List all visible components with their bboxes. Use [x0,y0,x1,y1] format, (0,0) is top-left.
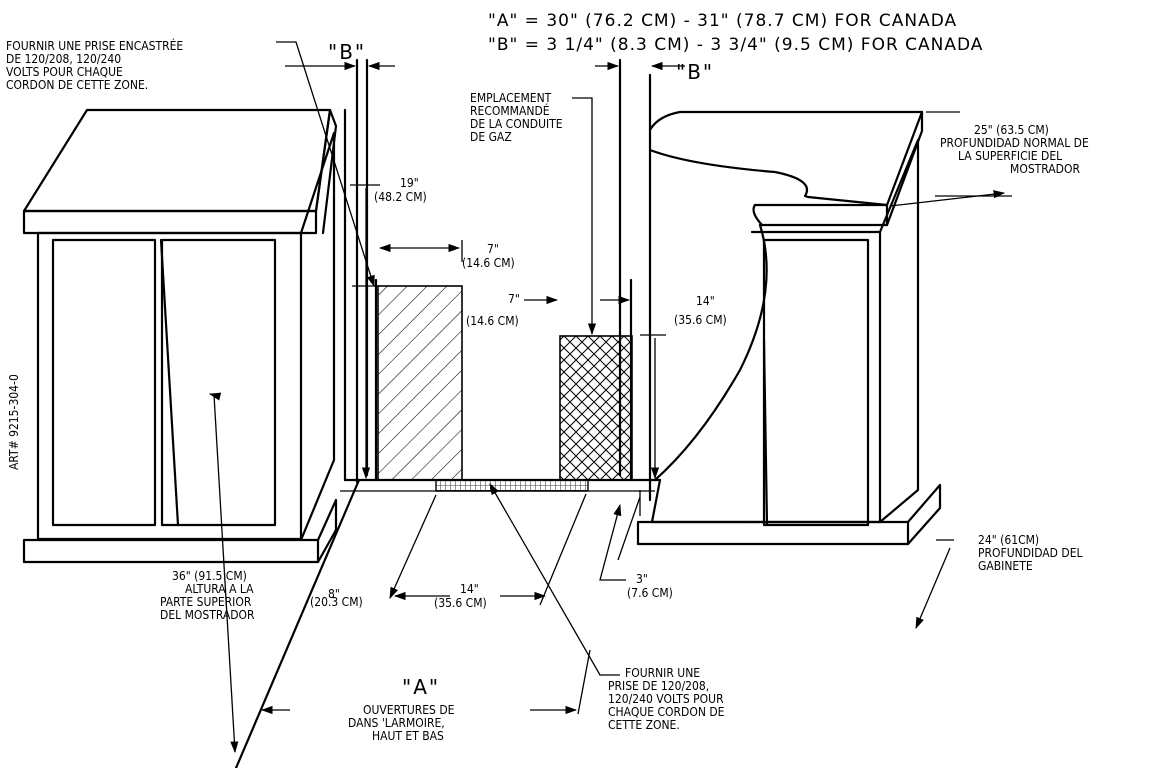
svg-text:PRISE DE 120/208,: PRISE DE 120/208, [608,679,709,693]
svg-text:(35.6 CM): (35.6 CM) [674,313,727,327]
dim-3: 3" (7.6 CM) [627,572,673,600]
legend-b: "B" = 3 1/4" (8.3 CM) - 3 3/4" (9.5 CM) … [488,35,983,55]
svg-text:RECOMMANDÉ: RECOMMANDÉ [470,103,550,118]
svg-text:PROFUNDIDAD NORMAL DE: PROFUNDIDAD NORMAL DE [940,136,1089,150]
svg-text:CETTE ZONE.: CETTE ZONE. [608,718,680,732]
svg-text:3": 3" [636,572,648,586]
svg-text:(7.6 CM): (7.6 CM) [627,586,673,600]
svg-text:(14.6 CM): (14.6 CM) [466,314,519,328]
svg-text:DE LA CONDUITE: DE LA CONDUITE [470,117,563,131]
dim-7b: 7" (14.6 CM) [466,292,520,328]
dim-14a: 14" (35.6 CM) [674,294,727,327]
svg-text:FOURNIR UNE: FOURNIR UNE [625,666,700,680]
svg-text:14": 14" [696,294,715,308]
svg-text:PROFUNDIDAD DEL: PROFUNDIDAD DEL [978,546,1083,560]
svg-text:DANS 'LARMOIRE,: DANS 'LARMOIRE, [348,716,445,730]
svg-text:24" (61CM): 24" (61CM) [978,533,1039,547]
svg-text:DE GAZ: DE GAZ [470,130,512,144]
gas-zone [559,335,633,481]
legend-a: "A" = 30" (76.2 CM) - 31" (78.7 CM) FOR … [488,11,957,31]
dim-8: 8" (20.3 CM) [310,587,363,609]
label-cabinet-depth: 24" (61CM) PROFUNDIDAD DEL GABINETE [978,533,1083,573]
svg-text:19": 19" [400,176,419,190]
label-b-left: "B" [328,40,366,64]
svg-text:MOSTRADOR: MOSTRADOR [1010,162,1080,176]
svg-text:7": 7" [508,292,520,306]
svg-text:CORDON DE CETTE ZONE.: CORDON DE CETTE ZONE. [6,78,148,92]
label-b-right: "B" [676,60,714,84]
legend: "A" = 30" (76.2 CM) - 31" (78.7 CM) FOR … [488,11,983,55]
svg-text:8": 8" [328,587,340,601]
svg-text:120/240 VOLTS POUR: 120/240 VOLTS POUR [608,692,724,706]
svg-text:DEL MOSTRADOR: DEL MOSTRADOR [160,608,255,622]
label-outlet-top: FOURNIR UNE PRISE ENCASTRÉE DE 120/208, … [6,38,183,92]
svg-text:7": 7" [487,242,499,256]
svg-text:FOURNIR UNE PRISE ENCASTRÉE: FOURNIR UNE PRISE ENCASTRÉE [6,38,183,53]
label-outlet-bottom: FOURNIR UNE PRISE DE 120/208, 120/240 VO… [608,666,725,732]
svg-text:14": 14" [460,582,479,596]
art-number: ART# 9215-304-0 [7,374,21,470]
dimension-lines [208,41,1012,754]
dim-14b: 14" (35.6 CM) [434,582,487,610]
svg-text:ALTURA A LA: ALTURA A LA [185,582,254,596]
right-cabinet [636,110,942,546]
svg-text:HAUT ET BAS: HAUT ET BAS [372,729,444,743]
dim-19: 19" (48.2 CM) [374,176,427,204]
electrical-zone-bottom [435,479,589,492]
label-gas: EMPLACEMENT RECOMMANDÉ DE LA CONDUITE DE… [470,91,563,144]
svg-text:(48.2 CM): (48.2 CM) [374,190,427,204]
label-opening: OUVERTURES DE DANS 'LARMOIRE, HAUT ET BA… [348,703,455,743]
svg-text:25" (63.5 CM): 25" (63.5 CM) [974,123,1049,137]
svg-text:(20.3 CM): (20.3 CM) [310,595,363,609]
svg-text:36" (91.5 CM): 36" (91.5 CM) [172,569,247,583]
svg-text:(14.6 CM): (14.6 CM) [462,256,515,270]
dim-7a: 7" (14.6 CM) [462,242,515,270]
electrical-zone-top [377,285,463,481]
label-a: "A" [402,675,440,699]
svg-text:VOLTS POUR CHAQUE: VOLTS POUR CHAQUE [6,65,123,79]
svg-text:(35.6 CM): (35.6 CM) [434,596,487,610]
svg-text:OUVERTURES DE: OUVERTURES DE [363,703,455,717]
label-counter-height: 36" (91.5 CM) ALTURA A LA PARTE SUPERIOR… [160,569,255,622]
label-counter-depth: 25" (63.5 CM) PROFUNDIDAD NORMAL DE LA S… [940,123,1089,176]
svg-text:CHAQUE CORDON DE: CHAQUE CORDON DE [608,705,725,719]
svg-text:GABINETE: GABINETE [978,559,1033,573]
svg-text:PARTE SUPERIOR: PARTE SUPERIOR [160,595,252,609]
svg-text:DE 120/208, 120/240: DE 120/208, 120/240 [6,52,121,66]
svg-text:EMPLACEMENT: EMPLACEMENT [470,91,552,105]
left-cabinet [22,108,338,564]
svg-text:LA SUPERFICIE DEL: LA SUPERFICIE DEL [958,149,1062,163]
